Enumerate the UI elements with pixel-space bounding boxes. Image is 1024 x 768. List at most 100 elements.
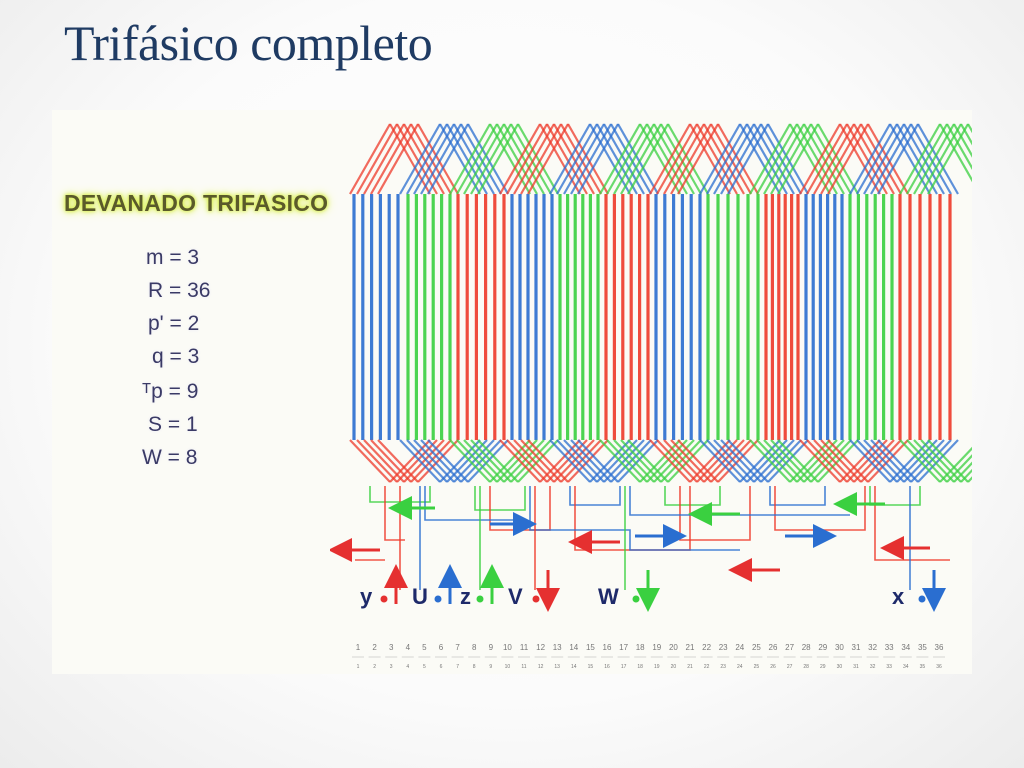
end-connection xyxy=(410,439,452,483)
end-connection xyxy=(777,123,819,195)
end-connection xyxy=(499,123,541,195)
slot-number-small: 11 xyxy=(521,664,526,670)
end-connection xyxy=(906,439,948,483)
end-connection xyxy=(863,123,905,195)
end-connection xyxy=(477,439,519,483)
end-connection xyxy=(406,439,448,483)
end-connection xyxy=(777,439,819,483)
end-connection xyxy=(349,439,391,483)
param-p: p' = 2 xyxy=(148,312,200,335)
slot-number-small: 19 xyxy=(654,664,660,670)
slot-number: 30 xyxy=(835,643,844,652)
terminal-dot xyxy=(918,595,926,603)
end-connection xyxy=(599,123,641,195)
end-connection xyxy=(810,123,852,195)
slot-number-small: 21 xyxy=(687,664,693,670)
end-connection xyxy=(527,439,569,483)
end-connection xyxy=(617,123,659,195)
slot-number-small: 35 xyxy=(920,664,926,670)
terminal-label-W: W xyxy=(598,584,619,609)
end-connection xyxy=(817,123,859,195)
terminal-dot xyxy=(434,595,442,603)
end-connection xyxy=(506,123,548,195)
wire xyxy=(384,486,405,541)
end-connection xyxy=(610,123,652,195)
slot-number-small: 30 xyxy=(837,664,843,670)
end-connection xyxy=(420,123,462,195)
end-connection xyxy=(656,439,698,483)
end-connection xyxy=(556,123,598,195)
slot-number: 29 xyxy=(818,643,827,652)
end-connection xyxy=(649,123,691,195)
end-connection xyxy=(660,439,702,483)
slot-number: 24 xyxy=(735,643,744,652)
end-connection xyxy=(663,123,705,195)
end-connection xyxy=(520,439,562,483)
end-connection xyxy=(399,123,441,195)
wire xyxy=(869,486,921,506)
end-connection xyxy=(363,123,405,195)
end-connection xyxy=(417,439,459,483)
end-connection xyxy=(860,439,902,483)
slot-number: 31 xyxy=(852,643,861,652)
end-connection xyxy=(470,439,512,483)
end-connection xyxy=(856,123,898,195)
end-connection xyxy=(767,439,809,483)
slot-number-small: 2 xyxy=(373,664,376,670)
end-connection xyxy=(899,439,941,483)
slot-number: 14 xyxy=(569,643,578,652)
wire xyxy=(874,486,950,561)
end-connection xyxy=(667,123,709,195)
end-connection xyxy=(549,123,591,195)
end-connection xyxy=(567,123,609,195)
wire xyxy=(664,486,721,506)
end-connection xyxy=(817,439,859,483)
end-connection xyxy=(713,439,755,483)
end-connection xyxy=(913,439,955,483)
end-connection xyxy=(910,123,952,195)
end-connection xyxy=(356,439,398,483)
end-connection xyxy=(877,439,919,483)
terminal-U: U xyxy=(412,564,462,609)
end-connection xyxy=(920,439,962,483)
end-connection xyxy=(570,123,612,195)
end-connection xyxy=(670,439,712,483)
end-connection xyxy=(763,123,805,195)
slot-number-small: 7 xyxy=(456,664,459,670)
end-connection xyxy=(877,123,919,195)
param-S: S = 1 xyxy=(148,413,198,436)
end-connection xyxy=(813,439,855,483)
end-connection xyxy=(470,123,512,195)
slot-number-small: 1 xyxy=(357,664,360,670)
param-q: q = 3 xyxy=(152,345,200,368)
slot-number: 21 xyxy=(686,643,695,652)
end-connection xyxy=(799,123,841,195)
end-connection xyxy=(370,439,412,483)
slot-number: 8 xyxy=(472,643,477,652)
slot-number: 16 xyxy=(603,643,612,652)
end-connection xyxy=(617,439,659,483)
end-connection xyxy=(677,123,719,195)
slot-number-small: 9 xyxy=(489,664,492,670)
end-connection xyxy=(427,439,469,483)
end-connection xyxy=(463,439,505,483)
end-connection xyxy=(770,123,812,195)
end-connection xyxy=(413,439,455,483)
end-connection xyxy=(856,439,898,483)
terminal-z: z xyxy=(460,564,504,609)
end-connection xyxy=(806,439,848,483)
end-connection xyxy=(920,123,962,195)
slot-number-small: 10 xyxy=(505,664,511,670)
end-connection xyxy=(910,439,952,483)
slot-number: 9 xyxy=(489,643,494,652)
end-connection xyxy=(927,123,969,195)
param-m: m = 3 xyxy=(146,246,200,269)
connection-lines xyxy=(330,486,950,590)
slot-number: 15 xyxy=(586,643,595,652)
slot-number: 34 xyxy=(901,643,910,652)
end-connection xyxy=(477,123,519,195)
end-connection xyxy=(717,123,759,195)
slot-number-small: 3 xyxy=(390,664,393,670)
end-connection xyxy=(413,123,455,195)
slot-number: 36 xyxy=(935,643,944,652)
